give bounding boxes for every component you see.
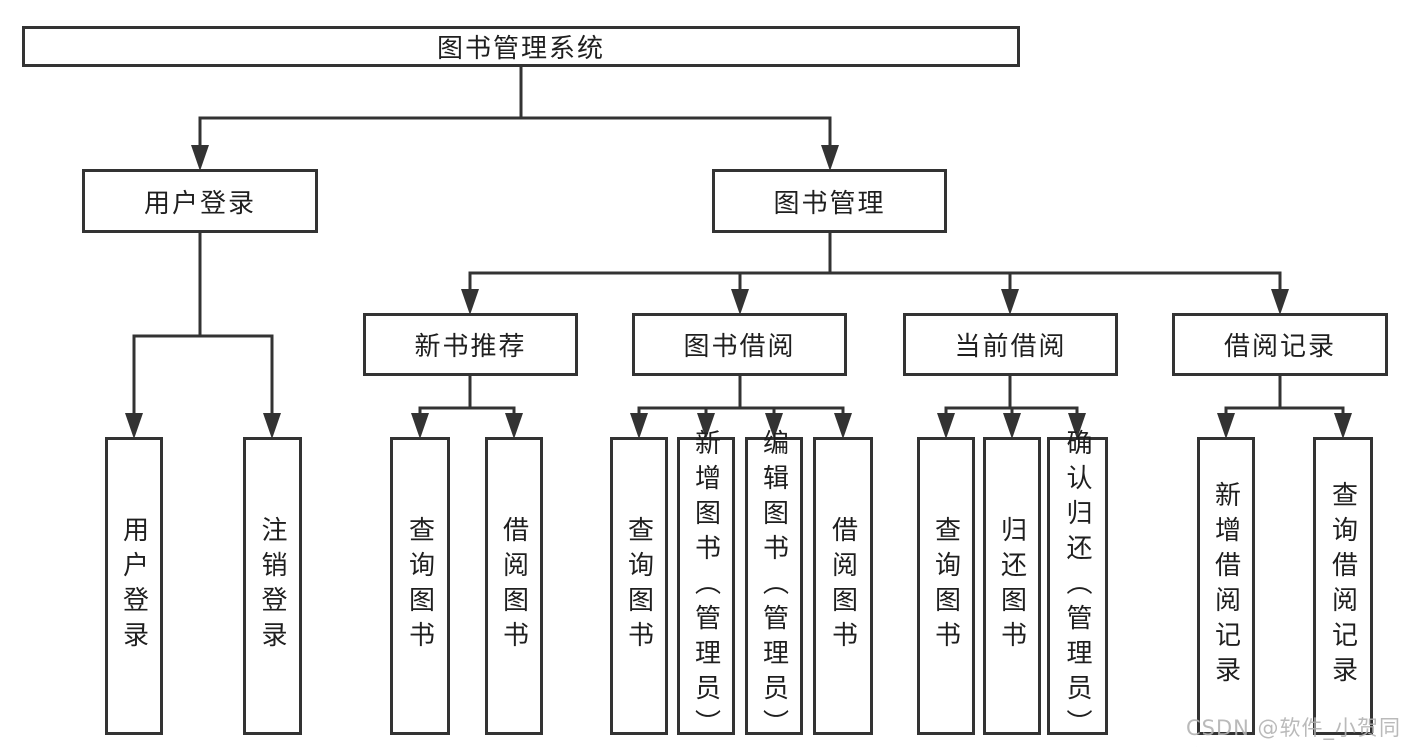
arrow-down-icon xyxy=(834,413,852,439)
connector-line xyxy=(637,375,845,415)
leaf-add-book-admin: 新增图书（管理员） xyxy=(677,429,735,744)
arrow-down-icon xyxy=(461,289,479,315)
arrow-down-icon xyxy=(697,413,715,439)
connector-root xyxy=(198,67,832,147)
leaf-user-login: 用户登录 xyxy=(105,437,163,735)
node-book-borrow: 图书借阅 xyxy=(632,313,847,376)
connector-line xyxy=(944,375,1079,415)
leaf-query-borrow-record: 查询借阅记录 xyxy=(1313,437,1373,735)
leaf-borrow-books-recommend: 借阅图书 xyxy=(485,437,543,735)
connector-line xyxy=(132,233,274,415)
arrow-down-icon xyxy=(765,413,783,439)
arrow-down-icon xyxy=(1271,289,1289,315)
connector-line xyxy=(418,376,516,415)
connector-book-management xyxy=(468,233,1282,291)
connector-line xyxy=(1224,375,1345,415)
arrow-down-icon xyxy=(731,289,749,315)
arrow-down-icon xyxy=(821,145,839,171)
connector-book-borrow xyxy=(637,375,845,415)
leaf-edit-book-admin: 编辑图书（管理员） xyxy=(745,429,803,744)
leaf-add-borrow-record: 新增借阅记录 xyxy=(1197,437,1255,735)
node-current-borrow: 当前借阅 xyxy=(903,313,1118,376)
connector-new-book-recommend xyxy=(418,376,516,415)
leaf-confirm-return-admin: 确认归还（管理员） xyxy=(1047,429,1108,744)
leaf-borrow-books-borrow: 借阅图书 xyxy=(813,437,873,735)
leaf-query-books-current: 查询图书 xyxy=(917,437,975,735)
node-new-book-recommend: 新书推荐 xyxy=(363,313,578,376)
arrow-down-icon xyxy=(125,413,143,439)
leaf-query-books-borrow: 查询图书 xyxy=(610,437,668,735)
connector-line xyxy=(198,67,832,147)
node-book-management: 图书管理 xyxy=(712,169,947,233)
arrow-down-icon xyxy=(411,413,429,439)
arrowheads xyxy=(125,145,1352,439)
arrow-down-icon xyxy=(1334,413,1352,439)
arrow-down-icon xyxy=(191,145,209,171)
connector-current-borrow xyxy=(944,375,1079,415)
leaf-logout: 注销登录 xyxy=(243,437,302,735)
arrow-down-icon xyxy=(630,413,648,439)
node-library-system: 图书管理系统 xyxy=(22,26,1020,67)
arrow-down-icon xyxy=(1068,413,1086,439)
leaf-query-books-recommend: 查询图书 xyxy=(390,437,450,735)
connector-user-login xyxy=(132,233,274,415)
csdn-watermark: CSDN @软件_小贺同学 xyxy=(1186,716,1402,747)
arrow-down-icon xyxy=(937,413,955,439)
leaf-return-books: 归还图书 xyxy=(983,437,1041,735)
arrow-down-icon xyxy=(1217,413,1235,439)
connector-borrow-records xyxy=(1224,375,1345,415)
arrow-down-icon xyxy=(1003,413,1021,439)
node-user-login: 用户登录 xyxy=(82,169,318,233)
arrow-down-icon xyxy=(263,413,281,439)
node-borrow-records: 借阅记录 xyxy=(1172,313,1388,376)
arrow-down-icon xyxy=(505,413,523,439)
connector-line xyxy=(468,233,1282,291)
arrow-down-icon xyxy=(1001,289,1019,315)
